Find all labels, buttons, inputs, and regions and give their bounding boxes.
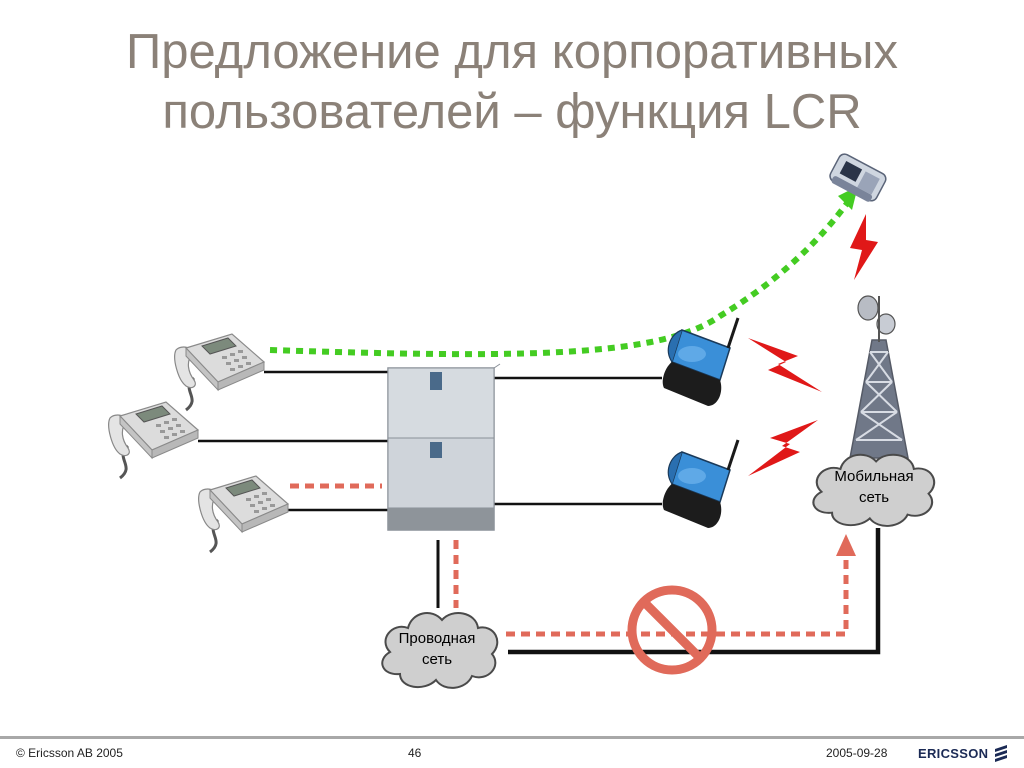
footer-date: 2005-09-28 <box>826 746 888 760</box>
slide-title-line-2: пользователей – функция LCR <box>162 85 862 139</box>
mobile-network-label: Мобильная сеть <box>814 466 934 508</box>
gsm-gateway-icon <box>661 438 740 530</box>
desk-phone-icon <box>107 400 200 480</box>
radio-tower-icon <box>849 295 909 459</box>
slide-title-line-1: Предложение для корпоративных <box>125 25 899 79</box>
mobile-network-line-2: сеть <box>858 489 890 506</box>
prohibited-icon <box>627 585 717 675</box>
slide-title: Предложение для корпоративных пользовате… <box>0 22 1024 142</box>
desk-phone-icon <box>173 332 266 412</box>
lightning-icon <box>850 214 878 280</box>
pbx-server-icon <box>387 363 501 531</box>
ericsson-logo-icon <box>995 745 1008 762</box>
mobile-phone-icon <box>829 153 887 202</box>
footer-copyright: © Ericsson AB 2005 <box>16 746 123 760</box>
red-route <box>290 483 849 637</box>
red-arrow-head <box>836 534 856 556</box>
wired-network-line-1: Проводная <box>398 630 476 647</box>
footer-divider <box>0 736 1024 739</box>
wired-links <box>198 370 881 655</box>
lightning-icon <box>748 420 818 476</box>
desk-phone-icon <box>197 474 290 554</box>
wired-network-label: Проводная сеть <box>372 628 502 670</box>
footer-page-number: 46 <box>408 746 422 760</box>
lightning-icon <box>748 338 822 392</box>
mobile-network-line-1: Мобильная <box>834 468 914 485</box>
brand-name: ERICSSON <box>918 745 989 761</box>
green-route <box>269 200 851 358</box>
wired-network-line-2: сеть <box>421 651 453 668</box>
gsm-gateway-icon <box>661 316 740 408</box>
footer-brand: ERICSSON <box>918 743 1009 763</box>
